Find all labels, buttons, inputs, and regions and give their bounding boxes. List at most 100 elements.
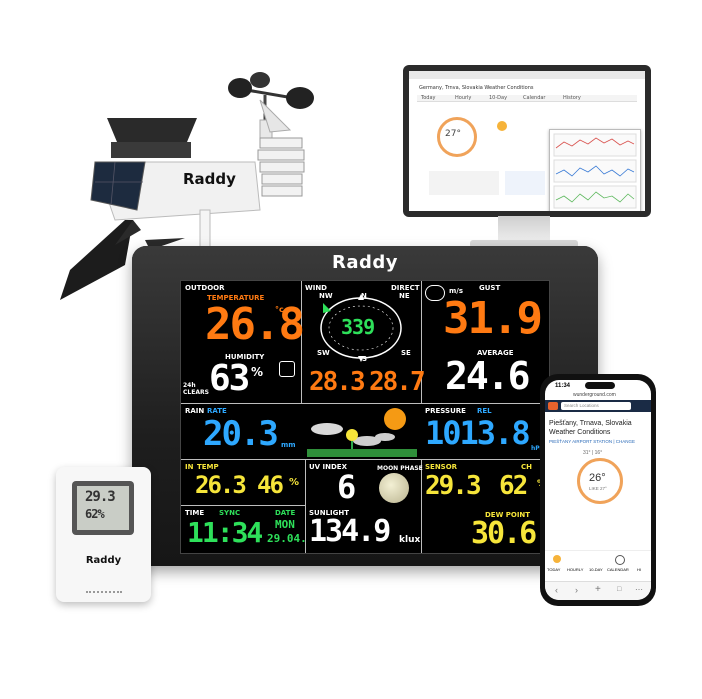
compass-sw: SW xyxy=(317,349,330,357)
indoor-label: IN xyxy=(185,463,194,471)
uv-index-label: UV INDEX xyxy=(309,463,347,471)
monitor-tab-calendar[interactable]: Calendar xyxy=(523,95,546,101)
sensor-humidity: 62 xyxy=(499,471,528,501)
pressure-value: 1013.8 xyxy=(425,414,531,452)
phone-subtitle: Weather Conditions xyxy=(549,429,611,436)
feels-like-right: 28.7 xyxy=(369,367,426,397)
monitor-page-title: Germany, Trnva, Slovakia Weather Conditi… xyxy=(419,85,534,91)
phone-tab-calendar[interactable]: CALENDAR xyxy=(607,567,629,572)
wind-unit: m/s xyxy=(449,287,464,295)
outdoor-temperature: 26.8 xyxy=(205,299,305,350)
sunlight-value: 134.9 xyxy=(309,514,391,549)
phone-url[interactable]: wunderground.com xyxy=(573,392,616,398)
sync-label: SYNC xyxy=(219,509,241,517)
moon-phase-label: MOON PHASE xyxy=(377,465,423,472)
phone-status-time: 11:34 xyxy=(555,383,571,389)
monitor-temp: 27° xyxy=(445,129,461,139)
add-tab-icon[interactable]: + xyxy=(595,584,601,595)
phone-station-link[interactable]: PIEŠŤANY AIRPORT STATION | CHANGE xyxy=(549,439,636,444)
indoor-temperature: 26.3 xyxy=(195,471,247,499)
history-graph-window xyxy=(549,129,641,211)
direct-label: DIRECT xyxy=(391,284,420,292)
outdoor-temp-label: TEMPERATURE xyxy=(207,294,265,302)
indoor-sensor-temp: 29.3 xyxy=(85,489,116,505)
dew-point-value: 30.6 xyxy=(471,516,537,551)
monitor-screen: Germany, Trnva, Slovakia Weather Conditi… xyxy=(409,71,645,211)
console-brand: Raddy xyxy=(331,252,398,273)
monitor-base xyxy=(470,240,578,248)
rain-label: RAIN xyxy=(185,407,205,415)
humidity-label: HUMIDITY xyxy=(225,353,265,361)
average-wind-value: 24.6 xyxy=(445,354,531,398)
desktop-monitor: Germany, Trnva, Slovakia Weather Conditi… xyxy=(403,65,651,217)
pressure-unit: hPa xyxy=(531,445,544,452)
monitor-tab-10day[interactable]: 10-Day xyxy=(489,95,508,101)
wind-cloud-icon xyxy=(425,285,445,301)
phone-browser-toolbar: ‹ › + □ ⋯ xyxy=(545,581,651,600)
back-icon[interactable]: ‹ xyxy=(555,585,558,595)
rain-value: 20.3 xyxy=(203,414,279,454)
sensor-array-brand: Raddy xyxy=(183,170,236,188)
date-value: 29.04. xyxy=(267,532,307,545)
time-label: TIME xyxy=(185,509,205,517)
sun-icon xyxy=(497,121,507,131)
gust-value: 31.9 xyxy=(443,293,543,344)
monitor-tab-today[interactable]: Today xyxy=(421,95,436,101)
outdoor-humidity-unit: % xyxy=(251,365,264,379)
monitor-tab-hourly[interactable]: Hourly xyxy=(455,95,472,101)
indoor-humidity: 46 xyxy=(257,471,284,499)
monitor-tab-history[interactable]: History xyxy=(563,95,581,101)
wind-compass xyxy=(320,294,402,362)
phone-tab-more[interactable]: HI xyxy=(637,567,641,572)
moon-icon xyxy=(379,473,409,503)
forward-icon[interactable]: › xyxy=(575,585,578,595)
day-value: MON xyxy=(275,518,295,531)
rain-unit: mm xyxy=(281,441,296,449)
compass-n: N xyxy=(361,292,367,300)
history-graph xyxy=(553,133,637,209)
indoor-sensor-brand: Raddy xyxy=(85,555,122,566)
wind-direction-value: 339 xyxy=(341,315,375,339)
phone-temp-ring xyxy=(577,458,623,504)
weather-station-console: Raddy OUTDOOR TEMPERATURE 26.8 °c HUMIDI… xyxy=(132,246,598,566)
wind-label: WIND xyxy=(305,284,327,292)
phone-search-input[interactable]: Search Locations xyxy=(561,402,631,410)
average-label: AVERAGE xyxy=(477,349,514,357)
compass-ne: NE xyxy=(399,292,410,300)
phone-tab-hourly[interactable]: HOURLY xyxy=(567,567,584,572)
more-icon[interactable]: ⋯ xyxy=(635,585,643,594)
phone-feels-like: LIKE 27° xyxy=(589,486,607,491)
phone-hi-lo: 31° | 16° xyxy=(583,450,603,456)
sunlight-label: SUNLIGHT xyxy=(309,509,350,517)
outdoor-temp-unit: °c xyxy=(275,305,284,314)
outdoor-label: OUTDOOR xyxy=(185,284,225,292)
phone-tab-today[interactable]: TODAY xyxy=(547,567,561,572)
clock-icon xyxy=(615,555,625,565)
wunderground-logo-icon xyxy=(548,402,558,410)
indoor-sensor-humidity: 62% xyxy=(85,507,105,521)
indoor-sensor-display: 29.3 62% xyxy=(72,481,134,535)
phone-app-header: Search Locations xyxy=(545,400,651,412)
tabs-icon[interactable]: □ xyxy=(617,586,622,593)
channel-label: CH xyxy=(521,463,532,471)
signal-icon xyxy=(279,361,295,377)
forecast-label: 24h CLEARS xyxy=(183,382,209,396)
phone-notch xyxy=(585,382,615,389)
outdoor-sensor-array: Raddy xyxy=(55,70,355,300)
monitor-widget-panel xyxy=(505,171,545,195)
indoor-sensor-vent xyxy=(86,591,122,596)
indoor-humidity-unit: % xyxy=(289,477,300,488)
compass-nw: NW xyxy=(319,292,333,300)
monitor-widget-panel xyxy=(429,171,499,195)
monitor-tab-bar: Today Hourly 10-Day Calendar History xyxy=(417,95,637,102)
sunlight-unit: klux xyxy=(399,535,421,545)
phone-forecast-tabs: TODAY HOURLY 10-DAY CALENDAR HI xyxy=(545,550,651,577)
browser-bar xyxy=(409,71,645,79)
compass-se: SE xyxy=(401,349,411,357)
phone-tab-10day[interactable]: 10-DAY xyxy=(589,567,603,572)
indoor-temp-label: TEMP xyxy=(197,463,219,471)
smartphone: 11:34 wunderground.com Search Locations … xyxy=(540,374,656,606)
dew-point-label: DEW POINT xyxy=(485,511,531,519)
compass-s: S xyxy=(362,355,368,363)
phone-location: Piešťany, Trnava, Slovakia xyxy=(549,420,632,427)
